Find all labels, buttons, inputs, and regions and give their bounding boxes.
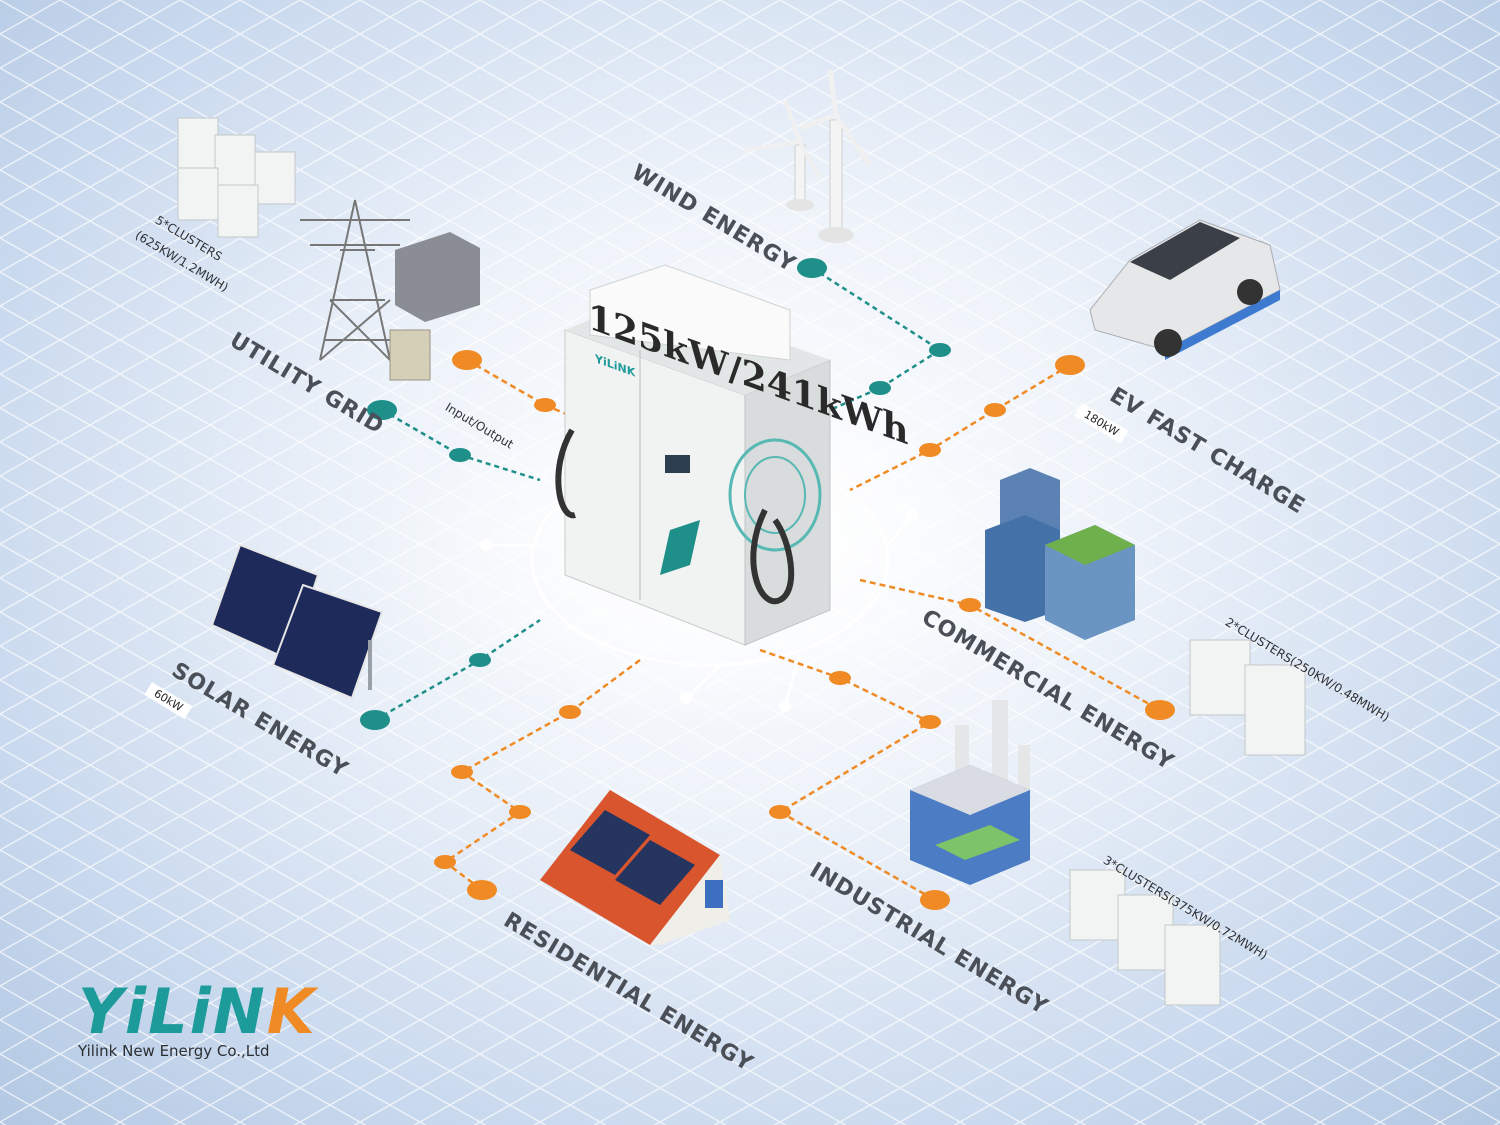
company-logo: YiLiNK (78, 975, 317, 1048)
office-building-icon (985, 468, 1135, 640)
electric-car-icon (1089, 219, 1281, 360)
commercial-cluster-icons (1189, 639, 1306, 756)
house-icon (540, 790, 730, 945)
output-connectors (434, 350, 1175, 910)
transmission-tower-icon (300, 199, 410, 361)
hub-nodes (480, 509, 918, 712)
wind-turbine-icon (744, 69, 873, 243)
company-name: Yilink New Energy Co.,Ltd (78, 1042, 270, 1060)
hub-spokes (488, 514, 913, 706)
factory-icon (910, 700, 1030, 885)
utility-cluster-icons (177, 117, 296, 238)
solar-panel-icon (210, 543, 384, 700)
transformer-icon (389, 232, 480, 381)
logo-main-text: YiLiN (78, 975, 267, 1048)
input-connectors (360, 258, 951, 730)
industrial-cluster-icons (1069, 869, 1221, 1006)
logo-accent-text: K (266, 975, 317, 1048)
battery-cabinet-icon (555, 264, 831, 646)
